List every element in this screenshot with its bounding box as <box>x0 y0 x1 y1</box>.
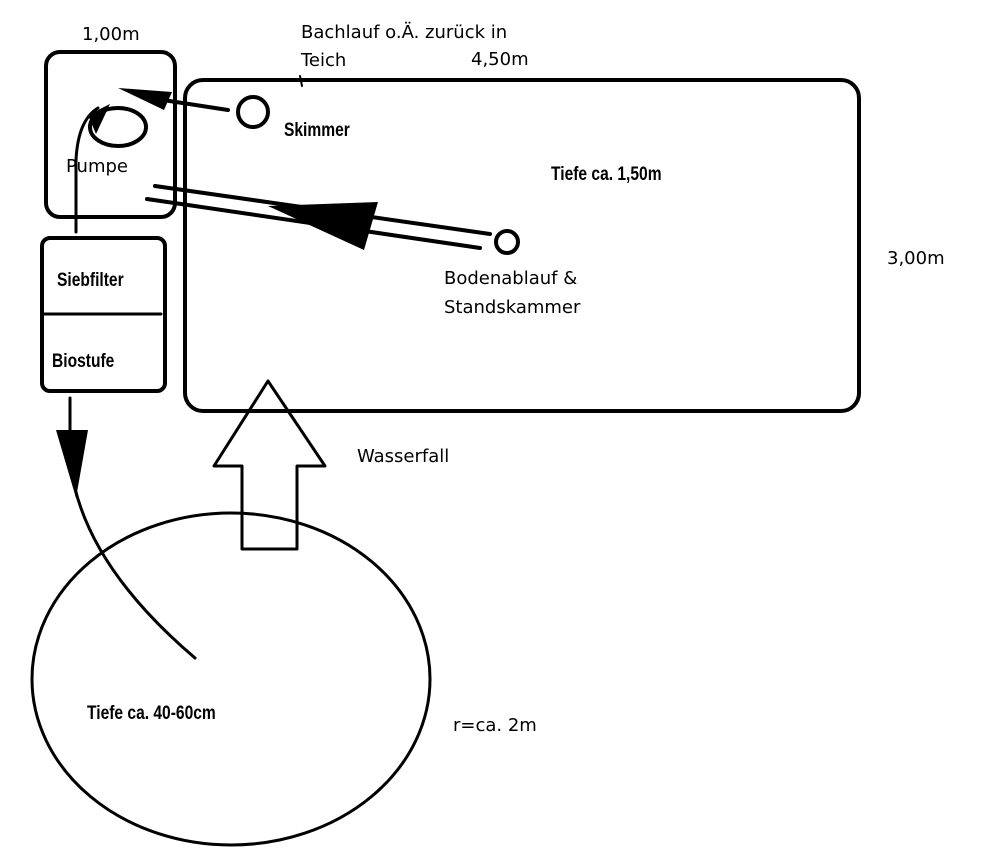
stream-return-label-2: Teich <box>301 50 347 71</box>
stream-tick <box>299 75 303 87</box>
filter-outlet-line <box>68 396 197 660</box>
waterfall-arrow <box>212 379 327 551</box>
pump-up-arrowhead <box>88 104 110 134</box>
drain-flow-arrowhead <box>268 202 378 250</box>
outlet-down-arrowhead <box>56 430 88 498</box>
pond-width-label: 3,00m <box>887 248 945 269</box>
main-pond-outline <box>183 78 861 413</box>
small-pond-radius-label: r=ca. 2m <box>453 715 537 736</box>
skimmer-circle <box>236 95 270 129</box>
pond-length-label: 4,50m <box>471 49 529 70</box>
bottom-drain-label: Bodenablauf & <box>444 268 578 289</box>
pump-feed-line <box>74 106 100 234</box>
skimmer-flow-arrowhead <box>118 88 172 110</box>
bottom-drain-circle <box>494 229 520 255</box>
stream-return-label: Bachlauf o.Ä. zurück in <box>301 22 508 43</box>
pump-circle <box>88 106 148 148</box>
bottom-drain-label-2: Standskammer <box>444 297 581 318</box>
pump-label: Pumpe <box>66 156 128 177</box>
pump-chamber-outline <box>44 50 177 219</box>
skimmer-label: Skimmer <box>284 120 350 141</box>
small-pond-depth-label: Tiefe ca. 40-60cm <box>87 703 216 724</box>
filter-width-label: 1,00m <box>82 24 140 45</box>
waterfall-label: Wasserfall <box>357 446 450 467</box>
pond-depth-label: Tiefe ca. 1,50m <box>551 164 662 185</box>
sieve-filter-label: Siebfilter <box>57 270 124 291</box>
bio-stage-label: Biostufe <box>52 351 115 372</box>
small-pond-outline <box>30 511 432 847</box>
